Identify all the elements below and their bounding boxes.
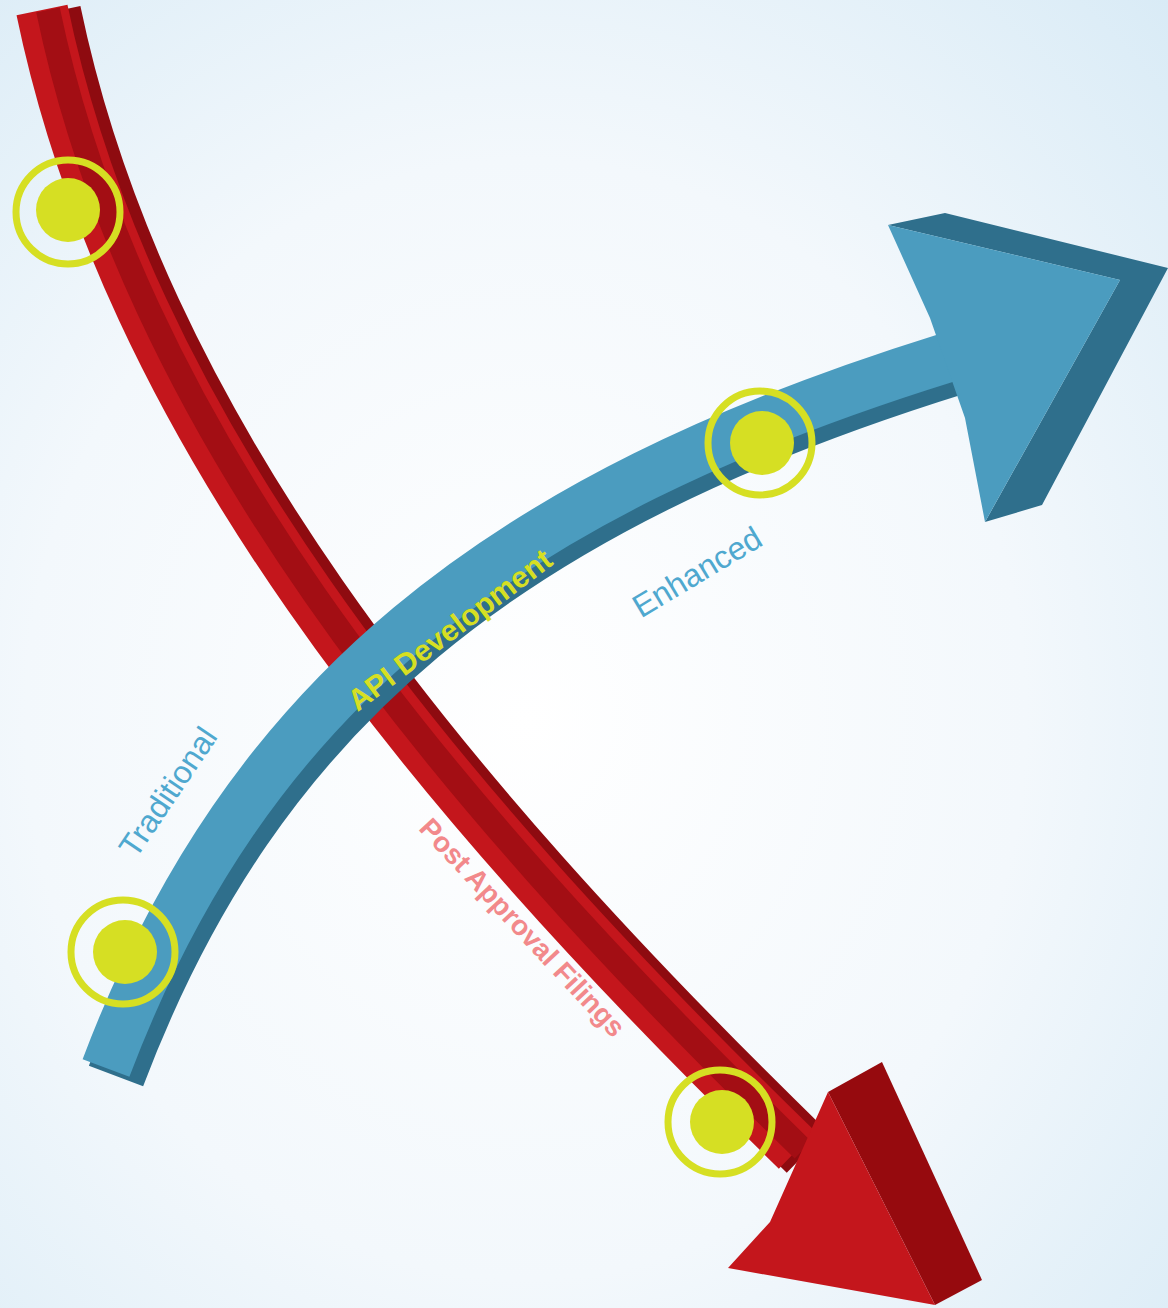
dot-ring: [16, 160, 120, 264]
milestone-dots: [16, 160, 812, 1174]
arrow-title: API Development: [342, 544, 557, 716]
dot: [690, 1090, 754, 1154]
dot: [730, 411, 794, 475]
arrow-title: Post Approval Filings: [414, 814, 630, 1043]
blue-arrow: [106, 213, 1168, 1076]
dot: [36, 178, 100, 242]
dot-ring: [668, 1070, 772, 1174]
blue-head-side: [888, 213, 1168, 522]
red-head: [728, 1092, 935, 1305]
dot-ring: [71, 900, 175, 1004]
blue-head: [888, 225, 1120, 522]
stage-label: Traditional: [113, 722, 222, 863]
dot: [93, 920, 157, 984]
dot-ring: [708, 391, 812, 495]
red-arrow: [42, 10, 982, 1305]
blue-shaft-side: [116, 366, 956, 1076]
blue-shaft: [106, 358, 946, 1068]
stage-label: Enhanced: [627, 521, 767, 623]
